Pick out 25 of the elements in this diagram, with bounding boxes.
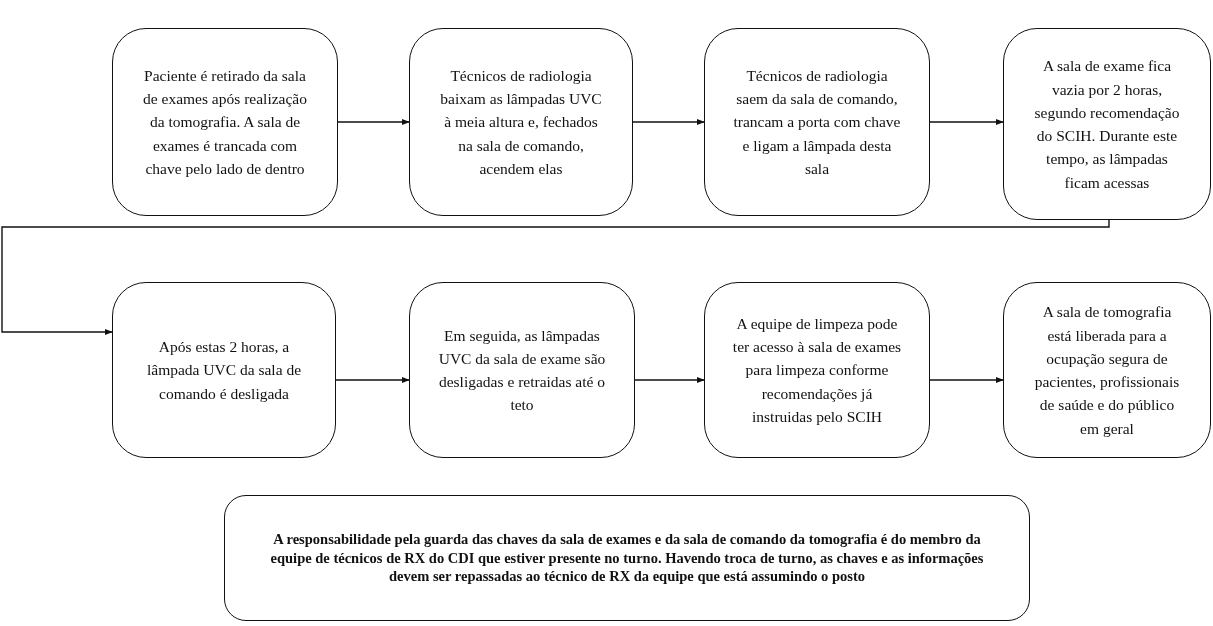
arrow xyxy=(929,376,1004,384)
step-text: Após estas 2 horas, a lâmpada UVC da sala de comando é desligada xyxy=(145,337,303,404)
process-box xyxy=(1003,282,1211,458)
arrow xyxy=(632,118,705,126)
step-text: Técnicos de radiologia saem da sala de comando, trancam a porta com chave e ligam a lâmpada desta sala xyxy=(732,65,902,179)
step-text: A responsabilidade pela guarda das chaves da sala de exames e da sala de comando da tomografia é do membro da equipe de técnicos de RX do CDI que estiver presente no turno. Havendo troca de turno, as chaves e as informações devem ser repassadas ao técnico de RX da equipe que está assumindo o posto xyxy=(269,529,985,587)
process-box xyxy=(409,28,633,216)
process-box xyxy=(1003,28,1211,220)
process-box xyxy=(409,282,635,458)
process-box xyxy=(112,282,336,458)
step-text: Técnicos de radiologia baixam as lâmpadas UVC à meia altura e, fechados na sala de comando, acendem elas xyxy=(439,65,603,179)
arrow xyxy=(929,118,1004,126)
step-text: A sala de tomografia está liberada para a ocupação segura de pacientes, profissionais de saúde e do público em geral xyxy=(1033,302,1181,439)
process-box xyxy=(704,282,930,458)
arrow xyxy=(634,376,705,384)
arrow xyxy=(337,118,410,126)
process-box xyxy=(112,28,338,216)
arrow xyxy=(1,219,1110,336)
step-text: A equipe de limpeza pode ter acesso à sala de exames para limpeza conforme recomendações já instruidas pelo SCIH xyxy=(731,313,903,427)
step-text: Em seguida, as lâmpadas UVC da sala de exame são desligadas e retraidas até o teto xyxy=(437,325,607,416)
step-text: Paciente é retirado da sala de exames após realização da tomografia. A sala de exames é trancada com chave pelo lado de dentro xyxy=(142,65,308,179)
process-box xyxy=(704,28,930,216)
arrow xyxy=(335,376,410,384)
step-text: A sala de exame fica vazia por 2 horas, segundo recomendação do SCIH. Durante este tempo, as lâmpadas ficam acessas xyxy=(1033,56,1181,193)
process-box xyxy=(224,495,1030,621)
